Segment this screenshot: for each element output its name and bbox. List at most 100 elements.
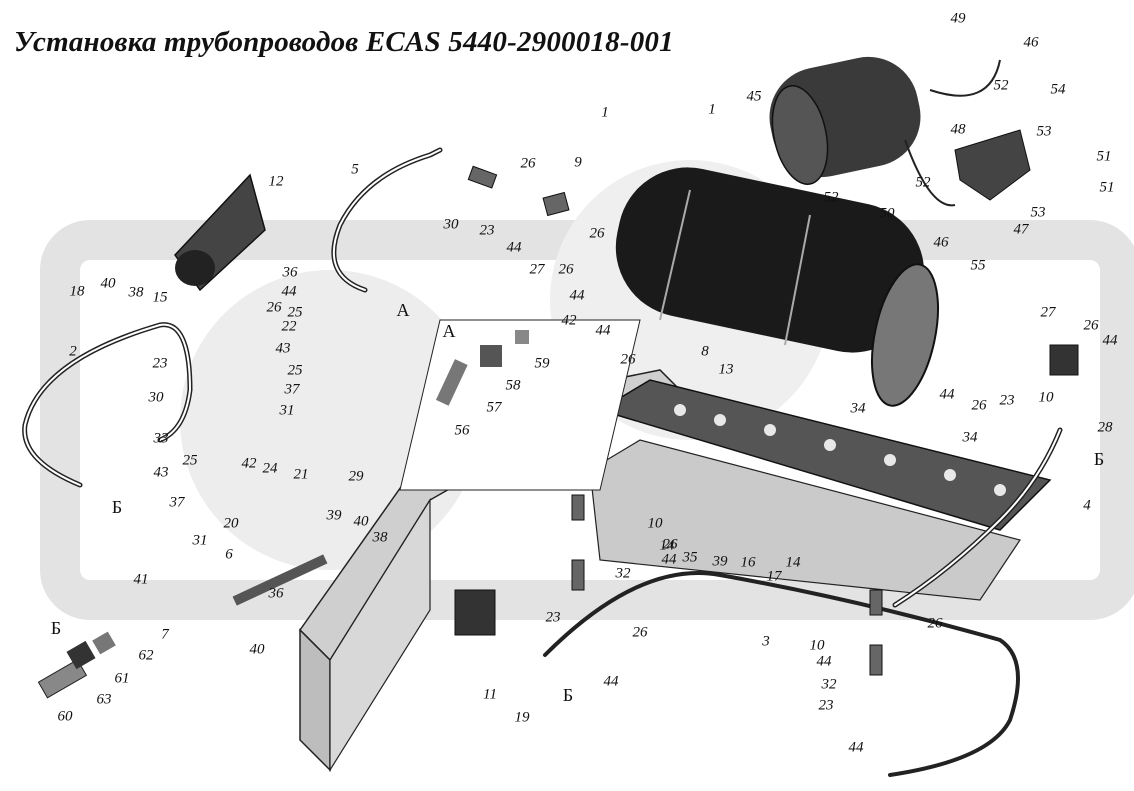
callout-c40c: 40 <box>249 641 265 658</box>
callout-c46b: 46 <box>933 234 949 251</box>
detail-a-panel <box>399 319 641 491</box>
callout-c26f: 26 <box>971 397 987 414</box>
callout-c58: 58 <box>505 377 521 394</box>
callout-c2: 2 <box>69 343 77 360</box>
callout-c44g: 44 <box>661 551 677 568</box>
callout-c20: 20 <box>223 515 239 532</box>
callout-c63: 63 <box>96 691 112 708</box>
callout-c44f: 44 <box>1102 332 1118 349</box>
callout-c23e: 23 <box>818 697 834 714</box>
callout-c1: 1 <box>601 104 609 121</box>
callout-lA1: А <box>396 300 410 320</box>
callout-c44a: 44 <box>281 283 297 300</box>
callout-c16: 16 <box>740 554 756 571</box>
callout-c25a: 25 <box>287 304 303 321</box>
callout-c47: 47 <box>1013 221 1029 238</box>
callout-c41: 41 <box>133 571 149 588</box>
callout-c44d: 44 <box>595 322 611 339</box>
callout-c13: 13 <box>718 361 734 378</box>
callout-lB1: Б <box>111 497 123 517</box>
callout-c12: 12 <box>268 173 284 190</box>
callout-c40b: 40 <box>353 513 369 530</box>
callout-c42b: 42 <box>241 455 257 472</box>
callout-c27a: 27 <box>529 261 545 278</box>
callout-c38b: 38 <box>372 529 388 546</box>
callout-c23b: 23 <box>479 222 495 239</box>
callout-c54: 54 <box>1050 81 1066 98</box>
air-receiver-tank <box>615 167 939 407</box>
callout-c29: 29 <box>348 468 364 485</box>
callout-c40a: 40 <box>100 275 116 292</box>
cross-member <box>589 379 1052 601</box>
callout-c38a: 38 <box>128 284 144 301</box>
callout-c52b: 52 <box>823 189 839 206</box>
callout-c52a: 52 <box>993 77 1009 94</box>
callout-lB3: Б <box>50 618 62 638</box>
callout-c25c: 25 <box>182 452 198 469</box>
callout-c37a: 37 <box>284 381 300 398</box>
callout-c32a: 32 <box>615 565 631 582</box>
small-air-tank <box>769 56 921 185</box>
callout-c18: 18 <box>69 283 85 300</box>
callout-c56: 56 <box>454 422 470 439</box>
callout-c10c: 10 <box>809 637 825 654</box>
ecas-valve-block <box>174 173 266 292</box>
callout-c49: 49 <box>950 10 966 27</box>
tank-bracket <box>904 59 1031 207</box>
callout-c43b: 43 <box>153 464 169 481</box>
callout-c26j: 26 <box>927 615 943 632</box>
callout-c19: 19 <box>514 709 530 726</box>
callout-c26d: 26 <box>558 261 574 278</box>
callout-c26a: 26 <box>520 155 536 172</box>
callout-c34a: 34 <box>850 400 866 417</box>
callout-c51a: 51 <box>1096 148 1112 165</box>
callout-c8: 8 <box>701 343 709 360</box>
callout-c44h: 44 <box>603 673 619 690</box>
callout-c31a: 31 <box>279 402 295 419</box>
fittings <box>467 165 1079 676</box>
callout-c35: 35 <box>682 549 698 566</box>
callout-c17: 17 <box>766 568 782 585</box>
callout-c11: 11 <box>483 686 497 703</box>
callout-c60: 60 <box>57 708 73 725</box>
coupling-parts <box>37 554 496 699</box>
callout-c14b: 14 <box>785 554 801 571</box>
callout-c27b: 27 <box>1040 304 1056 321</box>
callout-c59: 59 <box>534 355 550 372</box>
pipes <box>22 147 1063 777</box>
callout-c26i: 26 <box>632 624 648 641</box>
callout-c3: 3 <box>762 633 770 650</box>
callout-c7: 7 <box>161 626 169 643</box>
callout-c45: 45 <box>746 88 762 105</box>
callout-c5: 5 <box>351 161 359 178</box>
callout-c43a: 43 <box>275 340 291 357</box>
callout-c23d: 23 <box>545 609 561 626</box>
callout-c10a: 10 <box>647 515 663 532</box>
callout-c44c: 44 <box>569 287 585 304</box>
callout-c34b: 34 <box>962 429 978 446</box>
callout-c30a: 30 <box>443 216 459 233</box>
callout-c48: 48 <box>950 121 966 138</box>
callout-c51b: 51 <box>1099 179 1115 196</box>
callout-c52c: 52 <box>915 174 931 191</box>
callout-c42a: 42 <box>561 312 577 329</box>
callout-c25b: 25 <box>287 362 303 379</box>
callout-c28: 28 <box>1097 419 1113 436</box>
callout-c6: 6 <box>225 546 233 563</box>
callout-c39b: 39 <box>712 553 728 570</box>
callout-c44i: 44 <box>816 653 832 670</box>
callout-c4: 4 <box>1083 497 1091 514</box>
callout-c31b: 31 <box>192 532 208 549</box>
callout-c26c: 26 <box>589 225 605 242</box>
callout-c9: 9 <box>574 154 582 171</box>
callout-c61: 61 <box>114 670 130 687</box>
callout-c22: 22 <box>281 318 297 335</box>
callout-c33: 33 <box>153 430 169 447</box>
callout-c57: 57 <box>486 399 502 416</box>
callout-c26g: 26 <box>1083 317 1099 334</box>
callout-c21: 21 <box>293 466 309 483</box>
callout-c30b: 30 <box>148 389 164 406</box>
callout-c55: 55 <box>970 257 986 274</box>
callout-c53a: 53 <box>1036 123 1052 140</box>
callout-c44j: 44 <box>848 739 864 756</box>
